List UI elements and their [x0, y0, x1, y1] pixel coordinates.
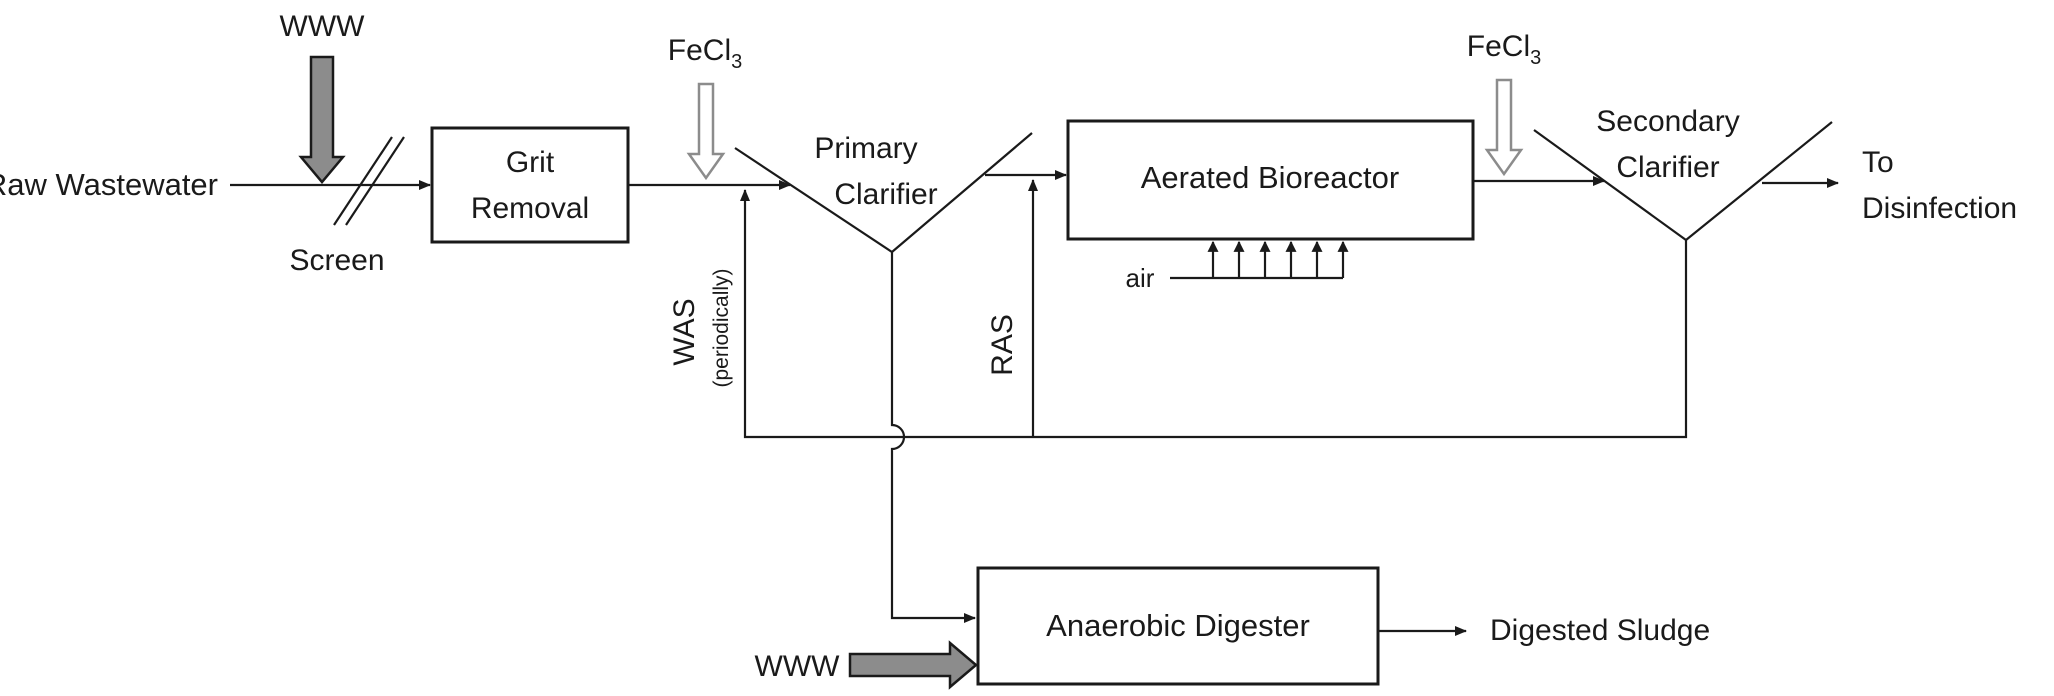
digested-sludge-label: Digested Sludge: [1490, 614, 1710, 647]
anaerobic-digester-box: [976, 566, 1380, 686]
secondary-clarifier-label-line2: Clarifier: [1616, 151, 1719, 184]
secondary-underflow-line: [740, 189, 1688, 439]
air-diffuser-manifold: [1170, 240, 1349, 280]
raw-wastewater-label: Raw Wastewater: [0, 167, 218, 202]
fecl3-primary-label: FeCl3: [668, 34, 742, 73]
www-bottom-arrow: [848, 640, 978, 690]
fecl3-primary-arrow: [686, 82, 726, 181]
primary-clarifier-label-line2: Clarifier: [834, 178, 937, 211]
secondary-clarifier-label-line1: Secondary: [1596, 105, 1739, 138]
aerated-bioreactor-box: [1066, 119, 1475, 241]
aerated-bioreactor-label: Aerated Bioreactor: [1141, 160, 1399, 195]
grit-removal-label-line2: Removal: [471, 192, 589, 225]
screen-symbol: [333, 136, 405, 226]
www-bottom-label: WWW: [755, 650, 841, 683]
fecl3-secondary-arrow: [1484, 78, 1524, 177]
air-label: air: [1126, 263, 1155, 293]
to-disinfection-label-line2: Disinfection: [1862, 192, 2017, 225]
anaerobic-digester-label: Anaerobic Digester: [1046, 608, 1310, 643]
primary-clarifier-label-line1: Primary: [814, 132, 917, 165]
was-note-label: (periodically): [710, 268, 733, 387]
grit-removal-label-line1: Grit: [506, 146, 555, 179]
to-disinfection-label-line1: To: [1862, 146, 1894, 179]
www-top-arrow: [298, 55, 346, 184]
was-label: WAS: [668, 298, 701, 365]
fecl3-secondary-label: FeCl3: [1467, 30, 1541, 69]
www-top-label: WWW: [280, 10, 366, 43]
ras-label: RAS: [986, 314, 1019, 376]
primary-sludge-line: [890, 252, 976, 623]
screen-label: Screen: [289, 244, 384, 277]
